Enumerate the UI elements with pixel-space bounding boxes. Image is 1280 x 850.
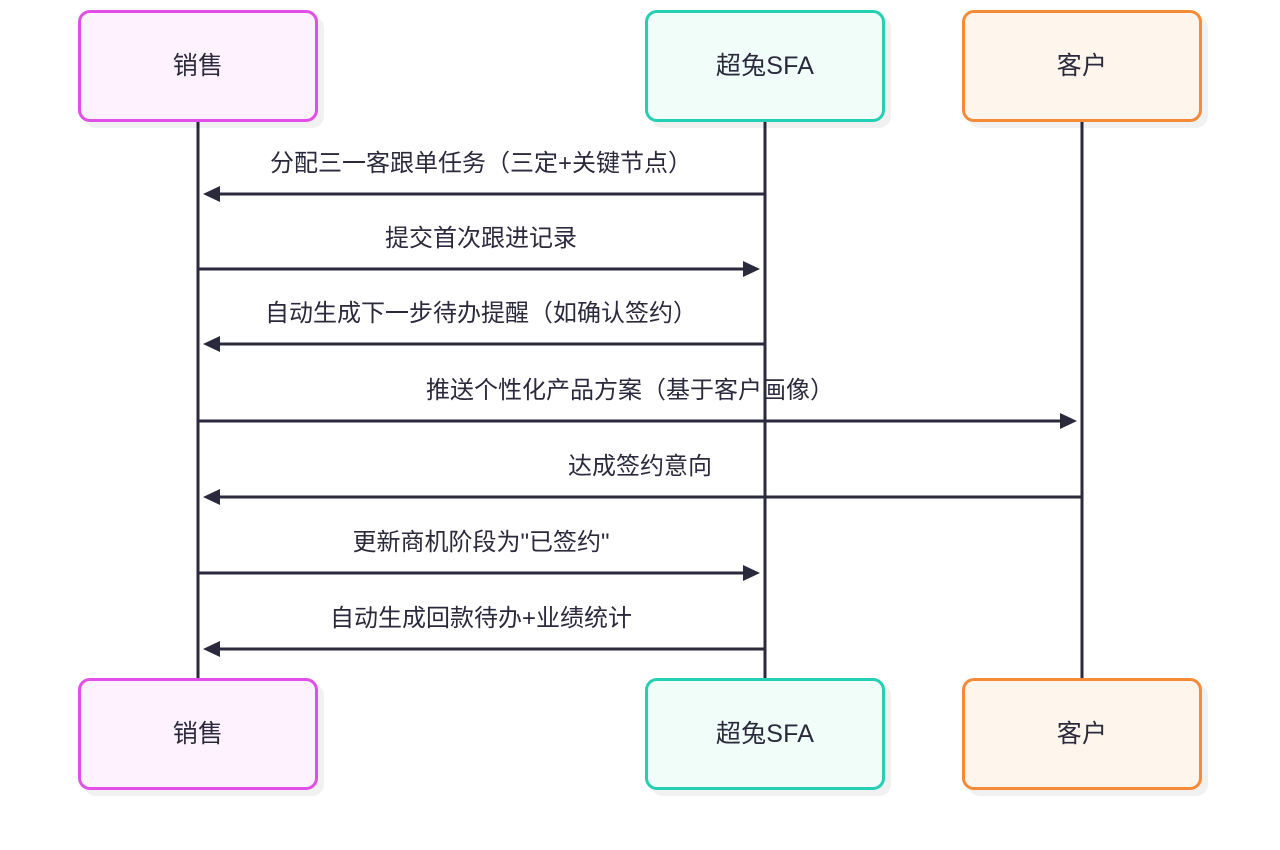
message-label-3: 自动生成下一步待办提醒（如确认签约） <box>265 300 697 327</box>
message-arrowhead-1 <box>203 186 220 202</box>
participant-label-customer-top: 客户 <box>1056 51 1108 80</box>
message-label-6: 更新商机阶段为"已签约" <box>352 529 610 556</box>
participant-label-sales-top: 销售 <box>172 51 224 80</box>
participant-box-sales-bottom[interactable]: 销售 <box>78 678 318 790</box>
participant-label-sales-bottom: 销售 <box>172 719 224 748</box>
participant-label-sfa-top: 超兔SFA <box>715 51 815 80</box>
message-arrowhead-7 <box>203 641 220 657</box>
message-label-7: 自动生成回款待办+业绩统计 <box>329 605 633 632</box>
participant-box-sfa-bottom[interactable]: 超兔SFA <box>645 678 885 790</box>
message-label-5: 达成签约意向 <box>568 453 712 480</box>
message-arrowhead-6 <box>743 565 760 581</box>
message-label-4: 推送个性化产品方案（基于客户画像） <box>426 377 834 404</box>
message-arrowhead-3 <box>203 336 220 352</box>
participant-box-sfa-top[interactable]: 超兔SFA <box>645 10 885 122</box>
message-arrowhead-5 <box>203 489 220 505</box>
message-arrowhead-4 <box>1060 413 1077 429</box>
participant-label-sfa-bottom: 超兔SFA <box>715 719 815 748</box>
participant-box-customer-bottom[interactable]: 客户 <box>962 678 1202 790</box>
lifelines-group <box>196 122 1084 678</box>
message-label-1: 分配三一客跟单任务（三定+关键节点） <box>269 150 693 177</box>
message-arrows-group <box>199 186 1081 657</box>
message-arrowhead-2 <box>743 261 760 277</box>
participant-box-customer-top[interactable]: 客户 <box>962 10 1202 122</box>
participant-label-customer-bottom: 客户 <box>1056 719 1108 748</box>
participant-box-sales-top[interactable]: 销售 <box>78 10 318 122</box>
message-label-2: 提交首次跟进记录 <box>385 225 577 252</box>
